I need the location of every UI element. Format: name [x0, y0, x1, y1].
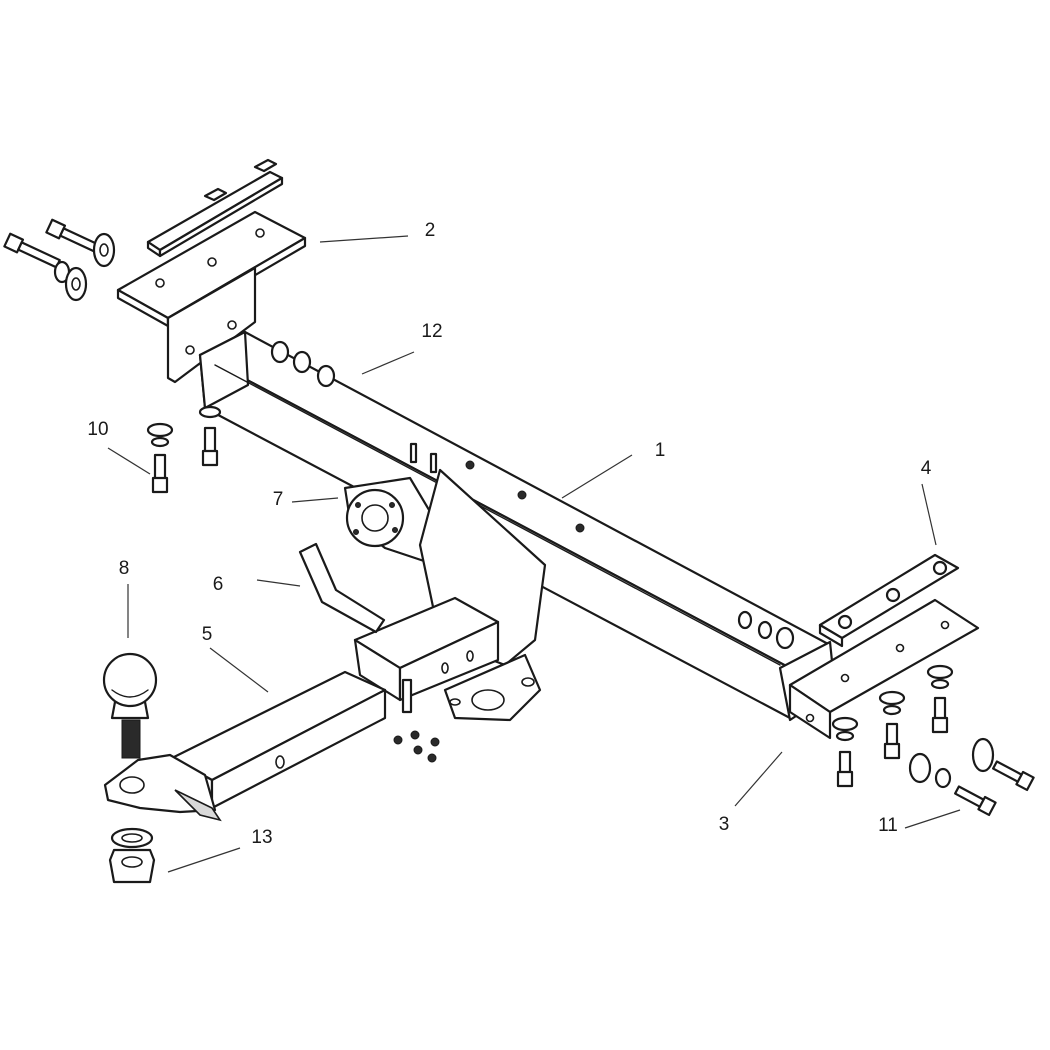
leader-6 [256, 579, 301, 587]
label-part-11: 11 [878, 815, 898, 836]
label-part-7: 7 [273, 489, 284, 510]
leader-10 [107, 447, 151, 475]
leader-2 [319, 235, 409, 243]
right-mounting-bracket [778, 598, 980, 740]
label-part-4: 4 [921, 458, 932, 479]
label-part-13: 13 [251, 827, 272, 848]
leader-4 [921, 483, 937, 546]
label-part-2: 2 [425, 220, 436, 241]
label-part-10: 10 [87, 419, 108, 440]
locking-pin [298, 542, 386, 634]
label-part-6: 6 [213, 574, 224, 595]
leader-lines [107, 235, 961, 873]
label-part-1: 1 [655, 440, 666, 461]
left-mounting-bracket [116, 158, 307, 384]
part-number-labels: 2 12 1 4 10 7 6 8 5 3 11 13 [87, 220, 931, 848]
socket-plate [343, 476, 440, 567]
leader-13 [167, 847, 241, 873]
left-bolts [3, 218, 116, 302]
draw-bar [103, 670, 387, 822]
leader-11 [904, 809, 961, 829]
leader-3 [734, 751, 783, 807]
leader-5 [209, 647, 269, 693]
leader-7 [291, 497, 339, 503]
right-bottom-bolts [831, 664, 1035, 817]
washer-and-nut [108, 827, 156, 884]
right-clamp-bar [818, 553, 960, 648]
label-part-12: 12 [421, 321, 442, 342]
leader-12 [361, 351, 415, 375]
tow-ball [102, 652, 158, 759]
label-part-5: 5 [202, 624, 213, 645]
hitch-receiver [353, 468, 547, 763]
left-bottom-bolts [146, 405, 222, 494]
leader-1 [561, 454, 633, 499]
label-part-3: 3 [719, 814, 730, 835]
label-part-8: 8 [119, 558, 130, 579]
